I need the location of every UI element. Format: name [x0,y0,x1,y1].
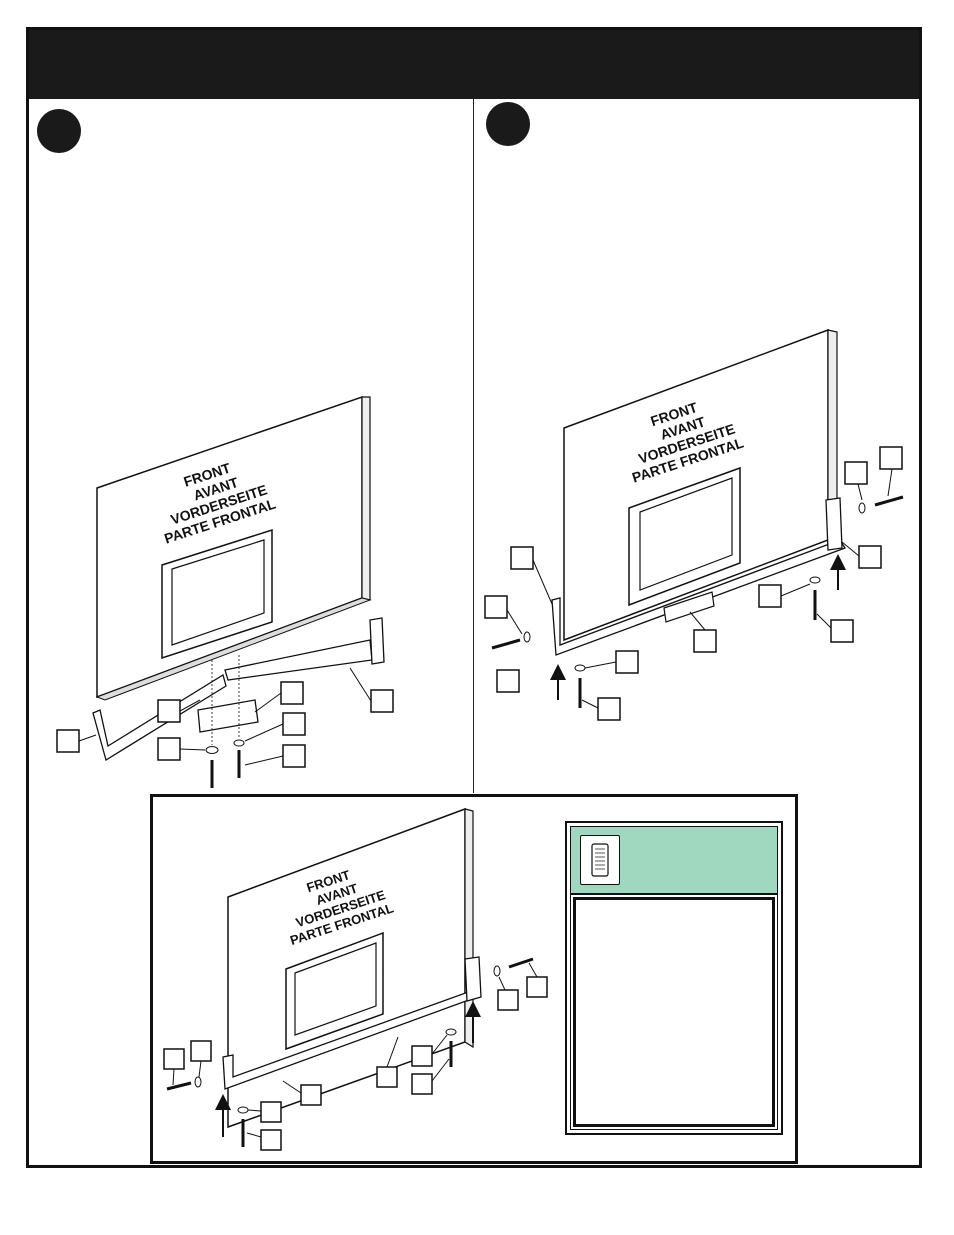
tip-box [565,821,783,1135]
page-header-bar [26,27,922,99]
callout-box [411,1073,433,1095]
callout-box [282,712,306,736]
callout-box [300,1084,322,1106]
callout-box [615,650,639,674]
callout-box [844,461,868,485]
callout-box [597,697,621,721]
target-square-inner [171,539,265,646]
backboard-bottom [95,597,372,701]
result-inset-panel: FRONT AVANT VORDERSEITE PARTE FRONTAL [150,794,798,1164]
target-square-inner [639,477,733,591]
callout-box [693,629,717,653]
bolt [491,638,521,650]
step-number-circle-1 [37,109,81,153]
target-square-inner [294,942,377,1036]
callout-box [497,989,519,1011]
washer [809,576,821,584]
washer [523,631,531,643]
center-brace [197,699,259,733]
page-frame [26,27,922,1168]
center-brace [663,591,715,623]
target-square-outer [628,466,741,607]
step-2-illustration: FRONT AVANT VORDERSEITE PARTE FRONTAL [484,328,904,721]
callout-box [496,669,520,693]
bolt [874,495,904,507]
callout-box [370,689,394,713]
washer [493,965,501,977]
callout-box [510,546,534,570]
callout-box [879,446,903,470]
callout-box [157,699,181,723]
tip-box-body [573,897,775,1127]
step-number-circle-2 [486,102,530,146]
backboard-edge [361,396,371,601]
target-square-outer [161,528,273,660]
backboard-edge [464,808,474,1049]
bolt [508,957,534,969]
callout-box [163,1048,185,1070]
target-square-outer [285,931,384,1051]
callout-box [484,595,508,619]
washer [574,664,586,672]
result-illustration: FRONT AVANT VORDERSEITE PARTE FRONTAL [163,807,548,1151]
callout-box [411,1045,433,1067]
washer [233,739,245,747]
callout-box [260,1129,282,1151]
washer [237,1106,249,1114]
callout-box [280,681,304,705]
callout-box [376,1066,398,1088]
callout-box [830,619,854,643]
washer [445,1028,457,1036]
washer [858,502,866,514]
washer [205,746,219,754]
callout-box [260,1101,282,1123]
hardware-pack-icon [580,835,620,885]
washer [194,1076,202,1088]
callout-box [157,737,181,761]
tip-box-inner [570,826,778,1130]
bolt [166,1081,192,1091]
callout-box [190,1040,212,1062]
callout-box [282,744,306,768]
step-1-illustration: FRONT AVANT VORDERSEITE PARTE FRONTAL [56,395,394,788]
callout-box [858,545,882,569]
callout-box [56,729,80,753]
callout-box [758,584,782,608]
step-divider [473,99,474,793]
tip-box-header [571,827,777,895]
callout-box [526,976,548,998]
